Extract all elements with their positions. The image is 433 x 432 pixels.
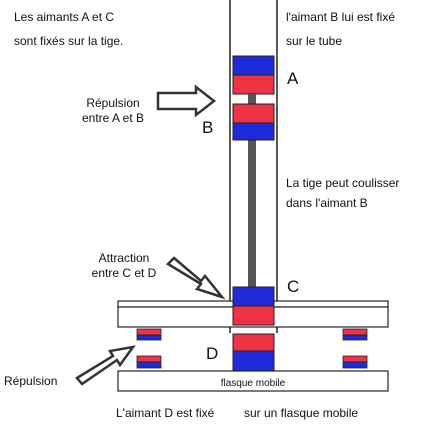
side-magnet-left-bottom — [136, 355, 162, 369]
rod-stub — [248, 94, 256, 104]
magnet-d-north — [232, 350, 275, 372]
fixed-b-label-2: sur le tube — [286, 34, 342, 48]
magnet-b — [232, 103, 275, 141]
fixed-a-c-label-2: sont fixés sur la tige. — [14, 34, 123, 48]
attraction-cd-label-2: entre C et D — [92, 266, 157, 280]
side-magnet-right-bottom — [342, 355, 368, 369]
magnet-d-label: D — [206, 344, 218, 363]
repulsion-side-label: Répulsion — [4, 374, 57, 388]
magnet-b-label: B — [202, 118, 213, 137]
magnet-a — [232, 55, 275, 95]
repulsion-side-arrow — [75, 345, 136, 386]
rod-slides-label-2: dans l'aimant B — [286, 196, 368, 210]
fixed-a-c-label-1: Les aimants A et C — [14, 10, 114, 24]
attraction-cd-arrow — [165, 256, 226, 300]
magnet-c-label: C — [287, 277, 299, 296]
attraction-cd-label-1: Attraction — [99, 251, 150, 265]
repulsion-ab-label-2: entre A et B — [82, 111, 144, 125]
magnet-a-north — [232, 55, 275, 76]
repulsion-ab-arrow — [156, 84, 217, 118]
side-magnet-right-top — [342, 328, 368, 341]
mobile-flange — [117, 370, 389, 392]
sliding-rod — [248, 138, 256, 288]
side-magnet-left-top — [136, 328, 162, 341]
rod-slides-label-1: La tige peut coulisser — [286, 176, 399, 190]
caption-mobile-flange: sur un flasque mobile — [244, 406, 358, 420]
magnet-a-south — [232, 74, 275, 95]
magnet-c-overlay — [232, 286, 275, 326]
magnet-d — [232, 333, 275, 372]
flange-label: flasque mobile — [221, 378, 286, 389]
caption-d-fixed: L'aimant D est fixé — [116, 406, 215, 420]
fixed-b-label-1: l'aimant B lui est fixé — [286, 10, 395, 24]
magnet-b-north — [232, 122, 275, 141]
magnet-a-label: A — [287, 69, 299, 88]
magnet-b-south — [232, 103, 275, 124]
magnet-d-south — [232, 333, 275, 352]
repulsion-ab-label-1: Répulsion — [86, 96, 139, 110]
